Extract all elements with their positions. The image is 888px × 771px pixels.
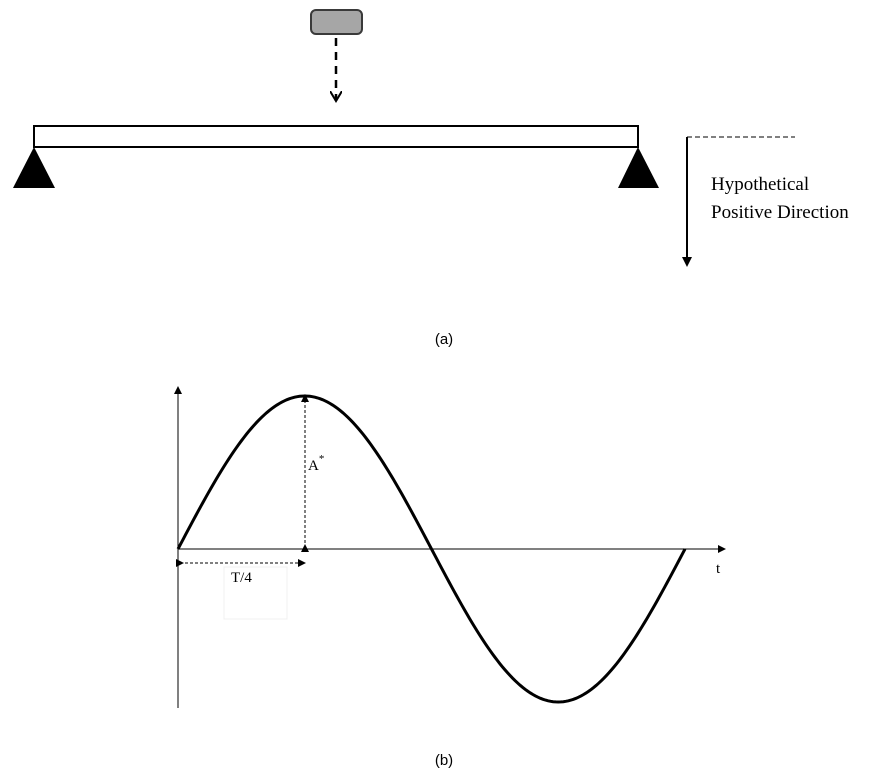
- caption-a: (a): [435, 331, 453, 348]
- amplitude-superscript: *: [319, 453, 325, 465]
- panel-b: A* T/4 t (b): [174, 386, 726, 769]
- quarter-period-label-box: [223, 566, 288, 620]
- beam: [33, 125, 639, 148]
- amplitude-label: A*: [308, 453, 324, 474]
- falling-mass: [310, 9, 363, 35]
- caption-b: (b): [435, 752, 453, 769]
- right-support: [618, 147, 659, 188]
- panel-a: Hypothetical Positive Direction (a): [13, 9, 849, 348]
- left-support: [13, 147, 55, 188]
- sine-curve: [176, 394, 687, 704]
- t-axis-label: t: [716, 561, 721, 577]
- direction-label-line2: Positive Direction: [711, 202, 849, 223]
- amplitude-letter: A: [308, 458, 319, 474]
- quarter-period-label: T/4: [231, 570, 252, 586]
- direction-label-line1: Hypothetical: [711, 174, 809, 195]
